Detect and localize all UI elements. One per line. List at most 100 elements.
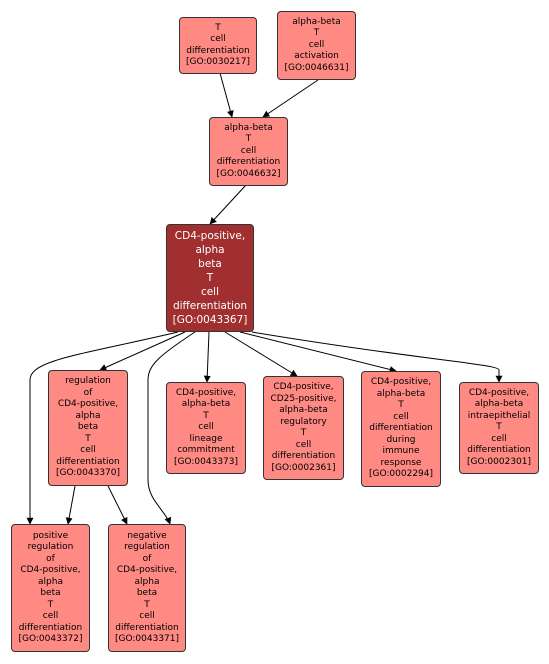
- node-line: cell: [198, 422, 214, 433]
- node-line: beta: [198, 258, 222, 270]
- node-line: alpha-beta: [181, 399, 231, 410]
- edge-0043367-0043370: [99, 331, 186, 371]
- node-go0002301[interactable]: CD4-positive, alpha-beta intraepithelial…: [459, 382, 539, 474]
- node-line: differentiation: [467, 445, 531, 456]
- edge-0043370-0043371: [107, 485, 128, 525]
- node-line: immune: [382, 446, 420, 457]
- node-line: alpha-beta: [279, 405, 328, 415]
- node-line: cell: [295, 439, 312, 450]
- node-line: CD25-positive,: [270, 393, 337, 404]
- node-line: alpha: [195, 244, 225, 256]
- node-line: T: [47, 599, 54, 610]
- node-line: differentiation: [172, 300, 248, 312]
- node-line: activation: [294, 51, 339, 62]
- node-line: regulation: [124, 542, 170, 552]
- edge-0043367-0002361: [224, 331, 298, 377]
- node-line: [GO:0043367]: [172, 314, 248, 326]
- node-line: T: [245, 134, 252, 145]
- node-line: cell: [200, 286, 220, 298]
- edge-0046631-0046632: [262, 79, 319, 118]
- node-line: lineage: [189, 433, 223, 444]
- node-line: alpha: [134, 576, 160, 587]
- node-line: T: [496, 422, 502, 433]
- node-line: cell: [80, 445, 96, 456]
- node-go0043371[interactable]: negative regulation of CD4-positive, alp…: [108, 524, 186, 652]
- node-line: of: [142, 553, 152, 564]
- edge-0043370-0043372: [65, 485, 76, 525]
- node-line: commitment: [177, 445, 235, 456]
- node-line: CD4-positive,: [175, 387, 237, 398]
- node-line: differentiation: [369, 423, 433, 434]
- node-line: cell: [491, 433, 507, 444]
- edge-0046632-0043367: [209, 184, 247, 225]
- node-line: [GO:0043373]: [173, 456, 239, 467]
- node-line: cell: [139, 611, 155, 621]
- node-line: positive: [32, 530, 69, 541]
- node-line: regulation: [65, 376, 111, 387]
- node-line: beta: [136, 588, 158, 598]
- node-go0043372[interactable]: positive regulation of CD4-positive, alp…: [11, 524, 90, 652]
- node-line: beta: [40, 588, 61, 598]
- node-line: [GO:0043371]: [114, 634, 180, 644]
- node-line: beta: [77, 422, 99, 433]
- node-line: [GO:0043372]: [18, 634, 83, 644]
- node-line: cell: [308, 39, 325, 50]
- node-go0043370[interactable]: regulation of CD4-positive, alpha beta T…: [48, 370, 128, 486]
- node-line: [GO:0002361]: [271, 462, 336, 473]
- node-line: during: [386, 434, 416, 445]
- node-line: T: [203, 410, 209, 421]
- node-line: cell: [42, 611, 59, 621]
- node-go0002294[interactable]: CD4-positive, alpha-beta T cell differen…: [361, 371, 441, 487]
- node-line: alpha-beta: [224, 122, 273, 133]
- node-line: T: [398, 400, 404, 411]
- node-line: alpha: [75, 410, 101, 421]
- node-go0043367-focus[interactable]: CD4-positive, alpha beta T cell differen…: [166, 224, 254, 332]
- node-line: cell: [393, 411, 409, 422]
- node-go0046631[interactable]: alpha-beta T cell activation [GO:0046631…: [277, 11, 356, 80]
- node-line: response: [380, 457, 422, 468]
- node-line: negative: [127, 530, 167, 541]
- node-line: differentiation: [115, 622, 179, 633]
- node-line: regulation: [27, 542, 74, 552]
- node-line: cell: [210, 34, 226, 44]
- node-line: differentiation: [186, 45, 250, 56]
- node-line: CD4-positive,: [273, 382, 334, 392]
- node-line: of: [83, 387, 93, 398]
- node-line: [GO:0002301]: [466, 456, 532, 467]
- node-line: differentiation: [271, 451, 336, 461]
- edge-0043367-0043371: [147, 331, 196, 525]
- node-line: alpha: [38, 576, 63, 587]
- node-line: cell: [240, 145, 257, 156]
- node-line: CD4-positive,: [57, 399, 119, 410]
- node-go0002361[interactable]: CD4-positive, CD25-positive, alpha-beta …: [263, 376, 344, 480]
- node-line: T: [313, 28, 320, 39]
- node-line: T: [215, 22, 221, 33]
- node-line: intraepithelial: [467, 410, 531, 421]
- node-go0043373[interactable]: CD4-positive, alpha-beta T cell lineage …: [166, 382, 246, 474]
- node-line: alpha-beta: [292, 16, 341, 27]
- edge-0043367-0043372: [26, 331, 179, 525]
- node-line: [GO:0002294]: [368, 469, 434, 480]
- node-line: of: [46, 553, 55, 564]
- node-line: T: [206, 272, 214, 284]
- node-go0046632[interactable]: alpha-beta T cell differentiation [GO:00…: [209, 117, 288, 186]
- node-line: T: [144, 599, 150, 610]
- node-line: [GO:0030217]: [185, 57, 251, 67]
- node-line: CD4-positive,: [20, 565, 81, 575]
- node-line: [GO:0046631]: [284, 62, 349, 73]
- node-line: T: [300, 428, 307, 438]
- edge-0030217-0046632: [219, 72, 234, 118]
- edge-0043367-0002301: [251, 331, 503, 383]
- node-go0030217[interactable]: T cell differentiation [GO:0030217]: [179, 17, 257, 74]
- node-line: alpha-beta: [376, 388, 426, 399]
- node-line: T: [85, 433, 91, 444]
- node-line: differentiation: [18, 622, 83, 633]
- node-line: regulatory: [280, 416, 327, 427]
- node-line: CD4-positive,: [468, 387, 530, 398]
- node-line: CD4-positive,: [116, 565, 178, 575]
- node-line: [GO:0046632]: [216, 168, 281, 179]
- node-line: [GO:0043370]: [55, 468, 121, 479]
- node-line: CD4-positive,: [174, 230, 246, 242]
